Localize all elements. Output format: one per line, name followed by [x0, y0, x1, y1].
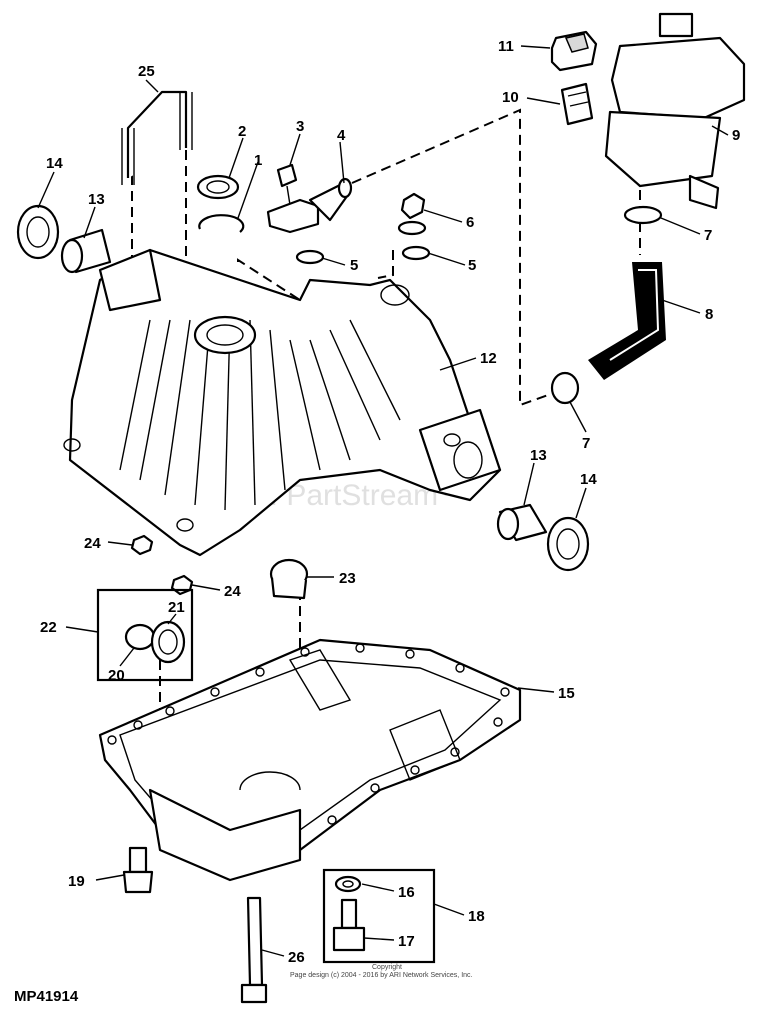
part-24-nut-right[interactable]: [170, 574, 194, 596]
part-3-bolt[interactable]: [276, 163, 298, 206]
callout-26: 26: [288, 949, 305, 966]
part-2-seal[interactable]: [196, 174, 240, 200]
part-14-seal-left[interactable]: [16, 204, 60, 260]
part-25-rod[interactable]: [121, 90, 193, 185]
kit-22-box[interactable]: [96, 588, 194, 682]
part-23-seal[interactable]: [269, 558, 309, 600]
part-15-lower-housing[interactable]: [98, 638, 522, 882]
part-12-upper-housing[interactable]: [63, 248, 502, 557]
callout-20: 20: [108, 667, 125, 684]
callout-17: 17: [398, 933, 415, 950]
diagram-id: MP41914: [14, 988, 79, 1005]
callout-15: 15: [558, 685, 575, 702]
part-1-retaining-ring[interactable]: [198, 214, 245, 233]
callout-19: 19: [68, 873, 85, 890]
part-20-oring[interactable]: [124, 623, 156, 651]
part-17-bolt[interactable]: [332, 898, 366, 952]
callout-16: 16: [398, 884, 415, 901]
callout-24-left: 24: [84, 535, 101, 552]
callout-14-left: 14: [46, 155, 63, 172]
part-26-long-bolt[interactable]: [240, 896, 268, 1004]
part-16-washer[interactable]: [334, 875, 362, 893]
callout-14-right: 14: [580, 471, 597, 488]
callout-labels: 25 2 1 3 4 5 5 6 14 13 9 7 8 7 11 10 12 …: [40, 38, 740, 966]
callout-4: 4: [337, 127, 346, 144]
part-8-hose[interactable]: [588, 262, 666, 380]
part-21-seal[interactable]: [150, 620, 186, 664]
part-7-clamp-lower[interactable]: [550, 371, 580, 405]
footer-copyright: Copyright: [372, 964, 402, 971]
part-14-seal-right[interactable]: [546, 516, 590, 572]
part-24-nut-left[interactable]: [130, 534, 154, 556]
kit-18-box[interactable]: [322, 868, 436, 964]
callout-7-lower: 7: [582, 435, 590, 452]
callout-5-right: 5: [468, 257, 476, 274]
part-5-oring-left[interactable]: [295, 249, 325, 265]
callout-18: 18: [468, 908, 485, 925]
callout-7-upper: 7: [704, 227, 712, 244]
part-4-fitting[interactable]: [266, 177, 353, 234]
callout-12: 12: [480, 350, 497, 367]
part-7-clamp-upper[interactable]: [623, 205, 663, 225]
callout-13-left: 13: [88, 191, 105, 208]
part-19-bolt[interactable]: [122, 846, 154, 894]
callout-13-right: 13: [530, 447, 547, 464]
leader-lines: [37, 45, 729, 957]
callout-24-right: 24: [224, 583, 241, 600]
callout-8: 8: [705, 306, 713, 323]
callout-2: 2: [238, 123, 246, 140]
part-13-bushing-right[interactable]: [496, 503, 548, 542]
callout-11: 11: [498, 38, 514, 55]
part-6-filler-cap[interactable]: [397, 192, 427, 236]
part-10-filter[interactable]: [560, 82, 594, 126]
callout-6: 6: [466, 214, 474, 231]
callout-23: 23: [339, 570, 356, 587]
callout-10: 10: [502, 89, 519, 106]
callout-9: 9: [732, 127, 740, 144]
part-13-bushing-left[interactable]: [60, 228, 112, 274]
footer-page-design: Page design (c) 2004 - 2016 by ARI Netwo…: [290, 972, 473, 979]
callout-25: 25: [138, 63, 155, 80]
callout-5-left: 5: [350, 257, 358, 274]
callout-1: 1: [254, 152, 262, 169]
callout-3: 3: [296, 118, 304, 135]
part-11-reservoir-cap[interactable]: [550, 30, 598, 72]
part-5-oring-right[interactable]: [401, 245, 431, 261]
callout-22: 22: [40, 619, 57, 636]
callout-21: 21: [168, 599, 185, 616]
part-9-reservoir[interactable]: [604, 12, 746, 210]
